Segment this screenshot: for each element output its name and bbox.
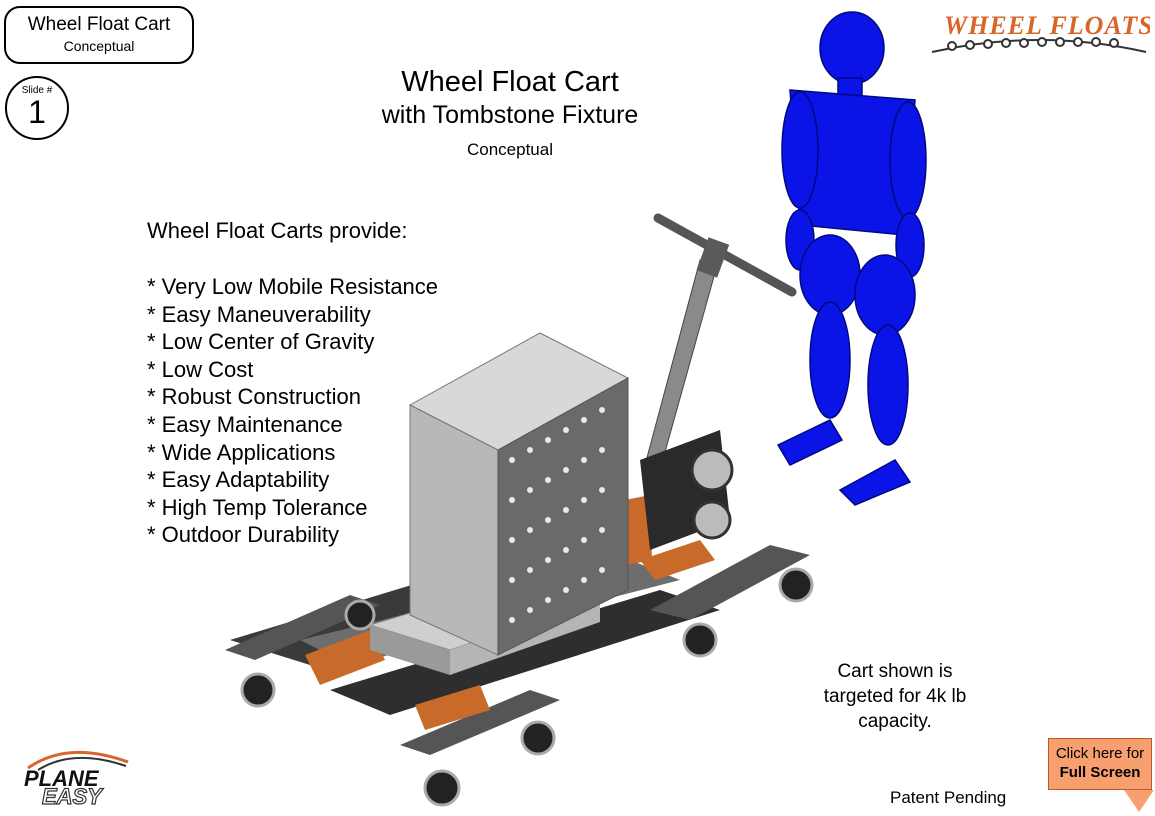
features-list: * Very Low Mobile Resistance * Easy Mane… [147,273,438,549]
feature-item: * Easy Adaptability [147,467,330,493]
title-box-title: Wheel Float Cart [27,14,171,35]
capacity-line-1: Cart shown is [837,661,953,682]
slide-number-badge: Slide # 1 [5,76,69,140]
capacity-line-2: targeted for 4k lb [823,686,967,707]
page-tag: Conceptual [466,140,553,159]
patent-note: Patent Pending [890,788,1007,807]
page-subtitle: with Tombstone Fixture [381,101,639,129]
slide-number-value: 1 [28,94,46,130]
page-heading: Wheel Float Cart with Tombstone Fixture … [330,66,690,160]
feature-item: * Wide Applications [147,439,336,465]
down-arrow-icon[interactable] [1124,790,1154,812]
cart-illustration [225,11,927,807]
fullscreen-button[interactable]: Click here for Full Screen [1048,738,1152,790]
capacity-line-3: capacity. [858,711,932,732]
page-title: Wheel Float Cart [401,66,619,98]
feature-item: * Easy Maintenance [147,411,343,437]
wheelfloats-logo: WHEEL FLOATS [931,11,1150,53]
cart-casters [240,567,814,807]
planeeasy-logo-top: PLANE [24,766,100,791]
cart-handle [640,213,797,550]
feature-item: * Low Cost [147,356,254,382]
title-box-subtitle: Conceptual [63,38,135,54]
tombstone-fixture [408,332,630,656]
features-intro: Wheel Float Carts provide: [147,218,408,243]
planeeasy-logo: PLANE EASY [24,750,129,808]
planeeasy-logo-bottom: EASY [42,784,104,808]
capacity-note: Cart shown is targeted for 4k lb capacit… [800,659,990,734]
feature-item: * Outdoor Durability [147,522,339,548]
fullscreen-button-line-1: Click here for [1055,745,1145,762]
slide-title-box: Wheel Float Cart Conceptual [4,6,194,64]
wheelfloats-logo-text: WHEEL FLOATS [944,11,1150,40]
feature-item: * Very Low Mobile Resistance [147,274,439,299]
fullscreen-button-line-2: Full Screen [1059,764,1141,781]
feature-item: * High Temp Tolerance [147,494,368,520]
feature-item: * Robust Construction [147,384,361,410]
feature-item: * Easy Maneuverability [147,301,371,327]
slide-number-label: Slide # [21,85,53,96]
feature-item: * Low Center of Gravity [147,329,375,355]
human-mannequin [776,11,927,506]
